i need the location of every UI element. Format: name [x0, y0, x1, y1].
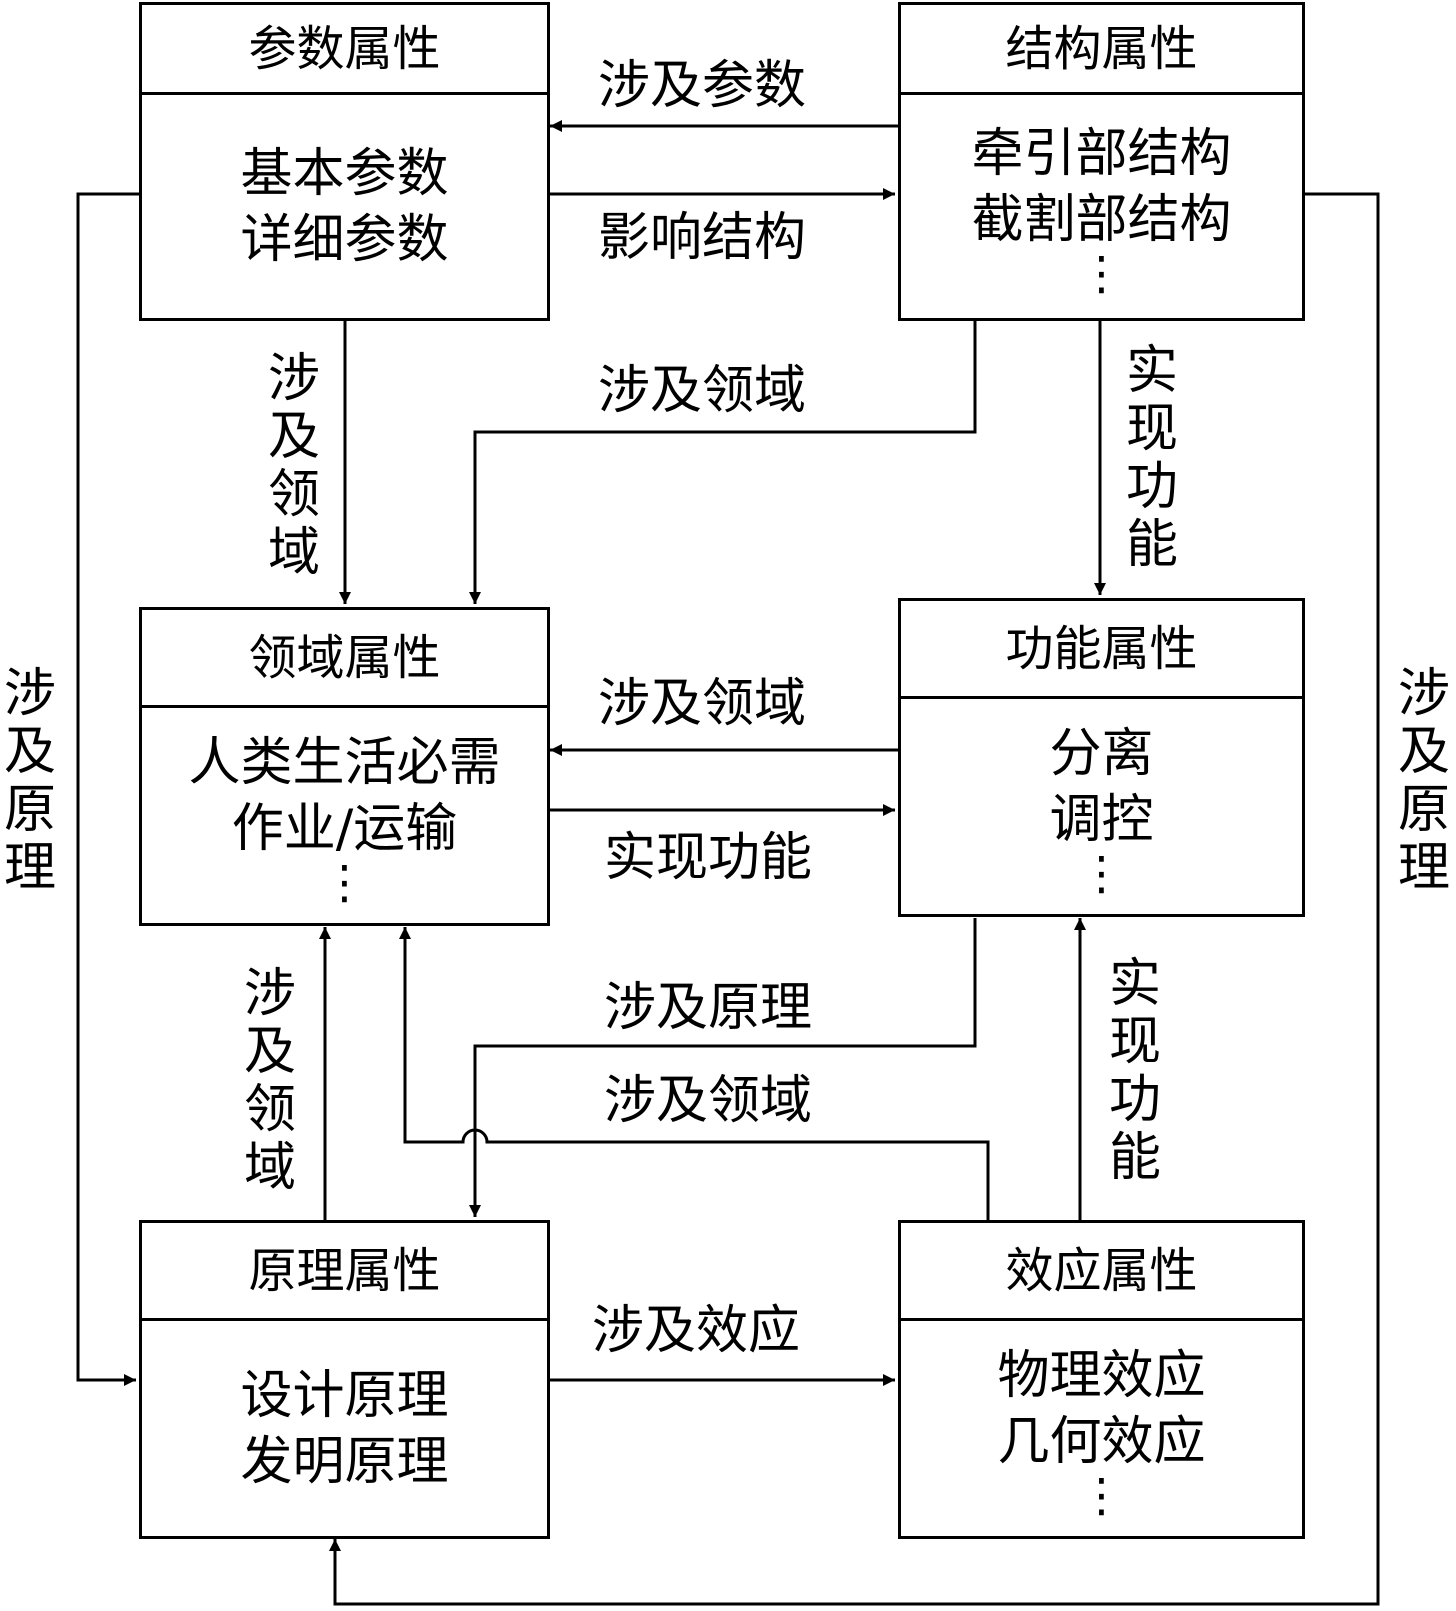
label-left-outer-loop: 涉及原理 [3, 664, 56, 898]
effect-item-1: 物理效应 [997, 1345, 1206, 1406]
arrow-effect-to-domain [399, 927, 990, 1221]
effect-item-2: 几何效应 [997, 1411, 1206, 1472]
arrow-left-outer-loop [76, 192, 139, 1386]
principle-item-1: 设计原理 [240, 1365, 449, 1426]
label-domain-to-function: 实现功能 [604, 828, 813, 888]
structure-attribute-box: 结构属性 牵引部结构 截割部结构 ⋮ [898, 2, 1305, 321]
structure-attribute-title: 结构属性 [901, 5, 1302, 95]
domain-item-2: 作业/运输 [231, 798, 458, 859]
principle-attribute-body: 设计原理 发明原理 [142, 1321, 547, 1536]
label-principle-to-domain: 涉及领域 [243, 964, 296, 1198]
label-structure-to-domain: 涉及领域 [598, 361, 807, 421]
effect-more-dots: ⋮ [1078, 1467, 1125, 1522]
label-principle-to-effect: 涉及效应 [592, 1301, 801, 1361]
label-param-to-structure: 影响结构 [598, 208, 807, 268]
function-attribute-body: 分离 调控 ⋮ [901, 699, 1302, 914]
structure-more-dots: ⋮ [1078, 245, 1125, 300]
effect-attribute-body: 物理效应 几何效应 ⋮ [901, 1321, 1302, 1536]
param-attribute-title: 参数属性 [142, 5, 547, 95]
structure-item-2: 截割部结构 [971, 189, 1232, 250]
param-attribute-box: 参数属性 基本参数 详细参数 [139, 2, 550, 321]
structure-attribute-body: 牵引部结构 截割部结构 ⋮ [901, 95, 1302, 318]
domain-attribute-title: 领域属性 [142, 610, 547, 708]
domain-attribute-body: 人类生活必需 作业/运输 ⋮ [142, 708, 547, 923]
param-item-2: 详细参数 [240, 209, 449, 270]
label-right-outer-loop: 涉及原理 [1397, 664, 1450, 898]
arrow-right-outer-loop [329, 192, 1380, 1606]
domain-attribute-box: 领域属性 人类生活必需 作业/运输 ⋮ [139, 607, 550, 926]
label-structure-to-function: 实现功能 [1125, 341, 1178, 575]
effect-attribute-box: 效应属性 物理效应 几何效应 ⋮ [898, 1220, 1305, 1539]
param-attribute-body: 基本参数 详细参数 [142, 95, 547, 318]
principle-item-2: 发明原理 [240, 1431, 449, 1492]
label-function-to-domain: 涉及领域 [598, 674, 807, 734]
function-attribute-title: 功能属性 [901, 601, 1302, 699]
principle-attribute-box: 原理属性 设计原理 发明原理 [139, 1220, 550, 1539]
domain-item-1: 人类生活必需 [188, 732, 501, 793]
label-effect-to-domain: 涉及领域 [604, 1071, 813, 1131]
domain-more-dots: ⋮ [321, 854, 368, 909]
function-item-2: 调控 [1049, 789, 1154, 850]
function-item-1: 分离 [1049, 723, 1154, 784]
effect-attribute-title: 效应属性 [901, 1223, 1302, 1321]
function-attribute-box: 功能属性 分离 调控 ⋮ [898, 598, 1305, 917]
principle-attribute-title: 原理属性 [142, 1223, 547, 1321]
label-effect-to-function: 实现功能 [1108, 954, 1161, 1188]
arrow-function-to-principle [469, 918, 977, 1217]
structure-item-1: 牵引部结构 [971, 123, 1232, 184]
label-function-to-principle: 涉及原理 [604, 978, 813, 1038]
param-item-1: 基本参数 [240, 143, 449, 204]
label-param-to-domain: 涉及领域 [267, 349, 320, 583]
function-more-dots: ⋮ [1078, 845, 1125, 900]
label-structure-to-param: 涉及参数 [598, 56, 807, 116]
arrow-structure-to-domain [469, 318, 977, 604]
